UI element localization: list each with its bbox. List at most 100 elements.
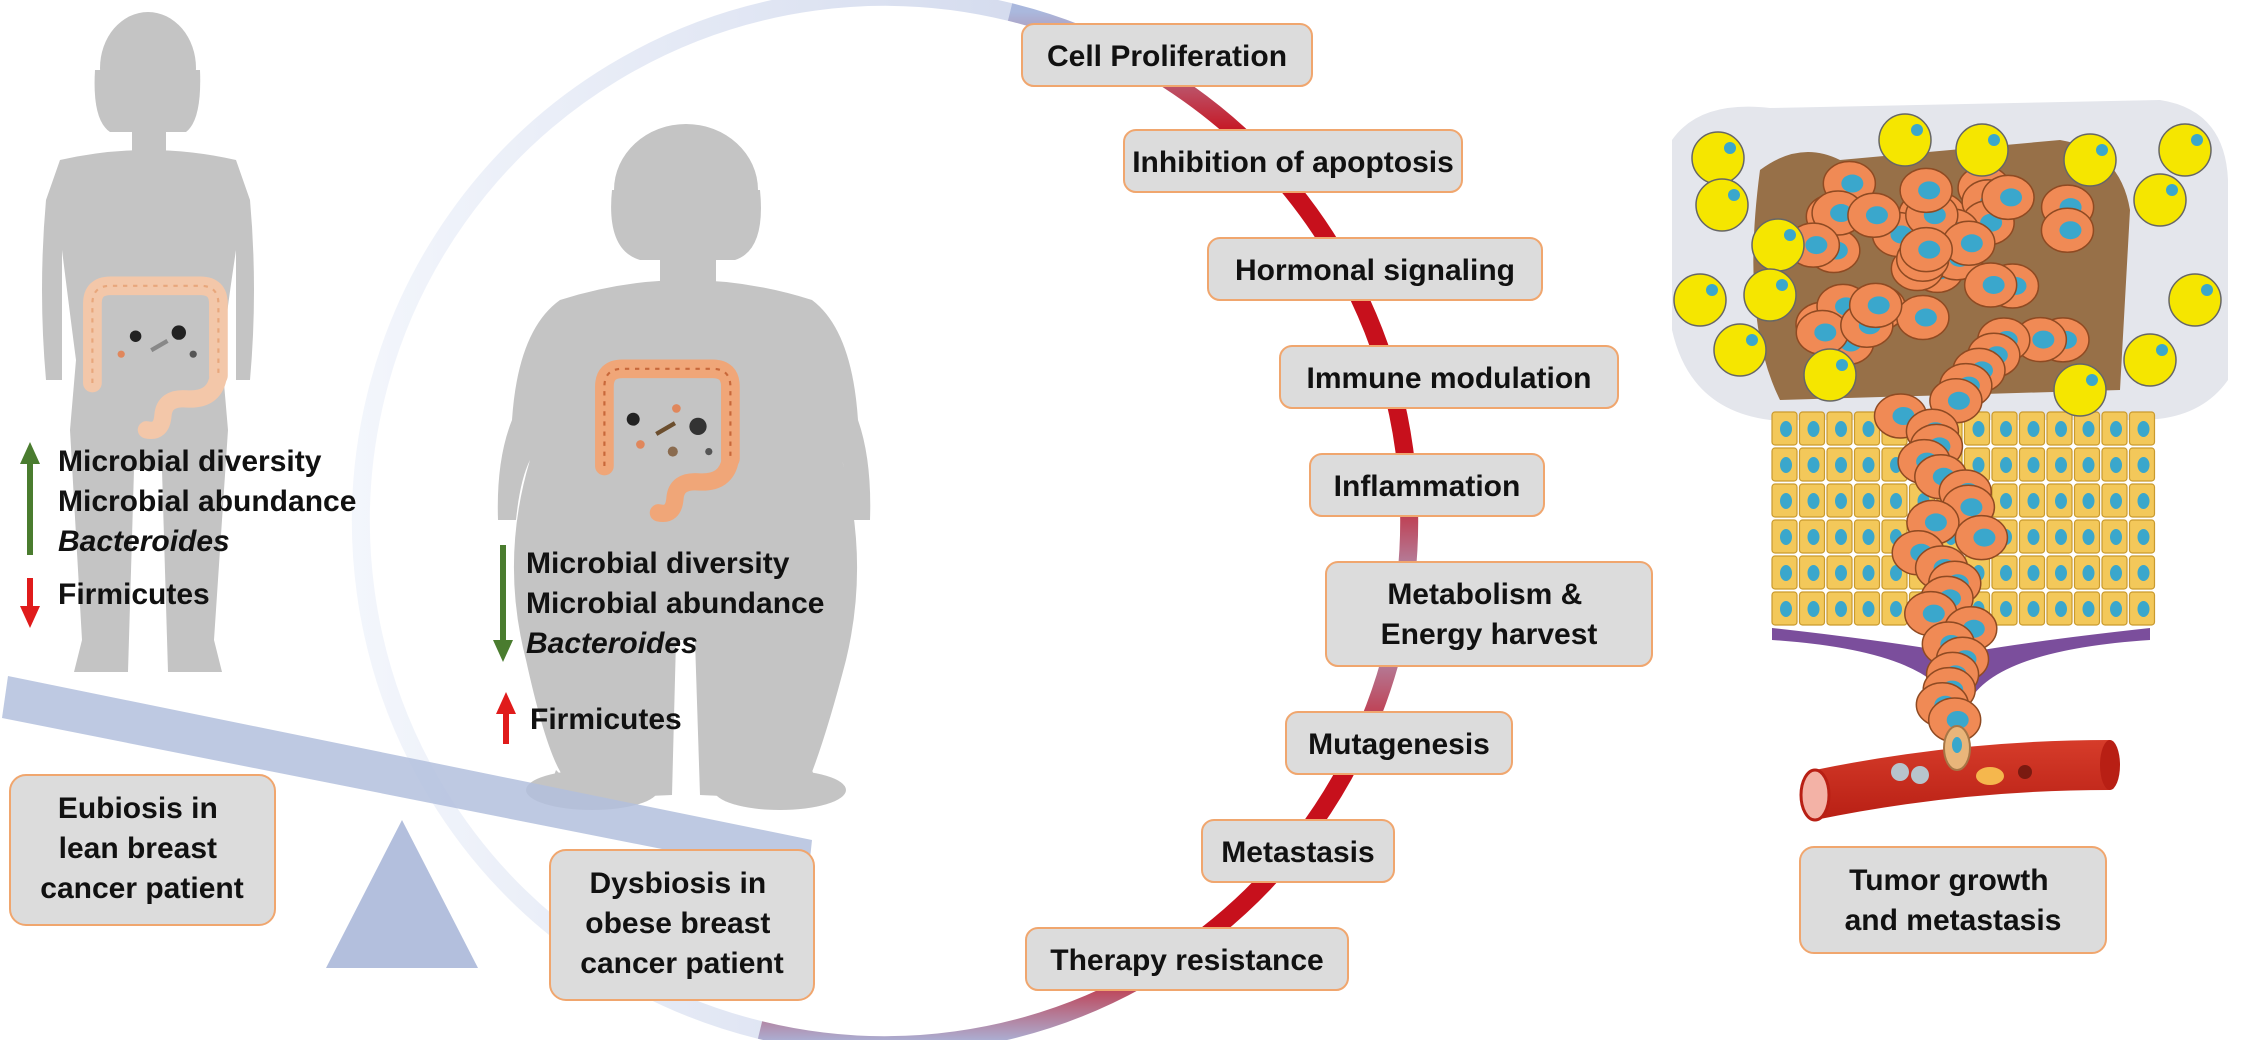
epithelial-nucleus (2137, 457, 2150, 473)
tumor-caption-line: and metastasis (1845, 904, 2062, 937)
lean-increased-item: Microbial diversity (58, 445, 322, 478)
epithelial-nucleus (1890, 493, 1902, 509)
epithelial-nucleus (2055, 529, 2067, 545)
tumor-nucleus (1918, 181, 1941, 200)
epithelial-nucleus (2082, 601, 2095, 617)
obese-caption-box: Dysbiosis in obese breast cancer patient (549, 849, 815, 1001)
epithelial-nucleus (2082, 529, 2095, 545)
epithelial-nucleus (2055, 565, 2067, 581)
tumor-nucleus (1960, 234, 1983, 253)
epithelial-nucleus (2027, 457, 2040, 473)
epithelial-nucleus (2137, 601, 2150, 617)
epithelial-nucleus (2055, 493, 2067, 509)
adipocyte-cell (1673, 273, 1727, 327)
mechanism-label: Metastasis (1221, 836, 1374, 869)
colon-icon (83, 276, 228, 439)
epithelial-nucleus (2110, 601, 2122, 617)
epithelial-nucleus (2000, 601, 2012, 617)
obese-decrease-arrow (493, 545, 513, 662)
epithelial-nucleus (2027, 529, 2040, 545)
tumor-nucleus (1918, 240, 1941, 259)
epithelial-nucleus (2082, 565, 2095, 581)
epithelial-nucleus (1780, 493, 1792, 509)
adipocyte-nucleus (1911, 124, 1923, 136)
mechanism-label: Immune modulation (1307, 362, 1592, 395)
epithelial-nucleus (1807, 529, 1820, 545)
epithelial-nucleus (2110, 457, 2122, 473)
epithelial-nucleus (2055, 601, 2067, 617)
epithelial-nucleus (1862, 457, 1875, 473)
colon-icon (595, 359, 740, 522)
obese-increase-arrow (496, 692, 516, 744)
epithelial-nucleus (2000, 565, 2012, 581)
tumor-nucleus (1973, 528, 1996, 547)
epithelial-nucleus (1862, 601, 1875, 617)
lean-caption-line: cancer patient (40, 872, 243, 905)
adipocyte-nucleus (1706, 284, 1718, 296)
adipocyte-nucleus (2191, 134, 2203, 146)
adipocyte-nucleus (2086, 374, 2098, 386)
epithelial-nucleus (1835, 493, 1847, 509)
adipocyte-cell (2063, 133, 2117, 187)
epithelial-nucleus (1807, 565, 1820, 581)
adipocyte-cell (2123, 333, 2177, 387)
svg-text:Tumor growth and metasta: Tumor growth and metastasis (1845, 864, 2062, 937)
adipocyte-nucleus (2096, 144, 2108, 156)
epithelial-nucleus (2027, 565, 2040, 581)
mechanism-label: Cell Proliferation (1047, 40, 1287, 73)
mechanism-label: Inflammation (1334, 470, 1521, 503)
adipocyte-nucleus (1746, 334, 1758, 346)
lean-decreased-text: Firmicutes (58, 578, 210, 611)
adipocyte-cell (2053, 363, 2107, 417)
tumor-cells (1786, 160, 2095, 743)
lean-decreased-item: Firmicutes (58, 578, 210, 611)
lean-decrease-arrow (20, 578, 40, 628)
mechanism-box: Cell Proliferation (1021, 23, 1313, 87)
epithelial-nucleus (2110, 565, 2122, 581)
epithelial-nucleus (1835, 601, 1847, 617)
epithelial-nucleus (1780, 601, 1792, 617)
tumor-nucleus (2032, 330, 2055, 349)
epithelial-nucleus (1862, 493, 1875, 509)
seesaw-fulcrum (326, 820, 478, 968)
adipocyte-nucleus (1784, 229, 1796, 241)
epithelial-nucleus (1807, 421, 1820, 437)
tumor-nucleus (2059, 221, 2082, 240)
adipocyte-cell (2133, 173, 2187, 227)
tumor-nucleus (1805, 236, 1828, 255)
mechanism-label: Therapy resistance (1050, 944, 1323, 977)
epithelial-nucleus (2082, 493, 2095, 509)
obese-increased-item: Firmicutes (530, 703, 682, 736)
epithelial-nucleus (2082, 421, 2095, 437)
mechanism-box: Metastasis (1201, 819, 1395, 883)
adipocyte-cell (1803, 348, 1857, 402)
epithelial-nucleus (1835, 457, 1847, 473)
tumor-nucleus (1946, 711, 1969, 729)
epithelial-nucleus (2110, 421, 2122, 437)
mechanism-box: Therapy resistance (1025, 927, 1349, 991)
mechanism-label: Mutagenesis (1308, 728, 1490, 761)
epithelial-nucleus (1780, 457, 1792, 473)
mechanism-box: Inflammation (1309, 453, 1545, 517)
epithelial-nucleus (1972, 457, 1985, 473)
tumor-nucleus (1960, 498, 1983, 517)
epithelial-nucleus (1835, 421, 1847, 437)
epithelial-nucleus (1780, 565, 1792, 581)
adipocyte-cell (1878, 113, 1932, 167)
epithelial-nucleus (1780, 529, 1792, 545)
adipocyte-cell (1713, 323, 1767, 377)
mechanism-box: Immune modulation (1279, 345, 1619, 409)
adipocyte-cell (1751, 218, 1805, 272)
obese-decreased-text: Microbial diversity Microbial abundance … (526, 547, 833, 660)
obese-woman-silhouette-icon (497, 124, 871, 810)
lean-increased-text: Microbial diversity Microbial abundance … (58, 445, 365, 558)
seesaw-beam (2, 676, 812, 878)
epithelial-nucleus (2027, 601, 2040, 617)
obese-decreased-item: Microbial abundance (526, 587, 824, 620)
epithelial-nucleus (1862, 565, 1875, 581)
epithelial-nucleus (2110, 529, 2122, 545)
mechanism-box: Inhibition of apoptosis (1123, 129, 1463, 193)
mechanism-label: Inhibition of apoptosis (1132, 146, 1454, 179)
epithelial-nucleus (2027, 421, 2040, 437)
svg-text:Eubiosis in lean breast: Eubiosis in lean breast cancer patient (40, 792, 243, 905)
